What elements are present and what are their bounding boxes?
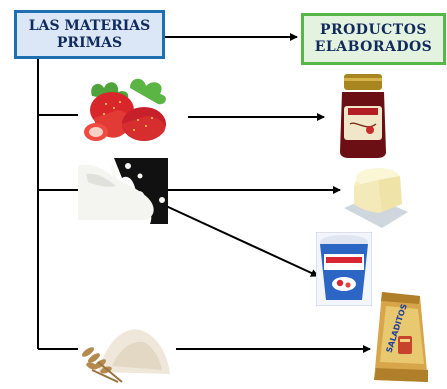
flour-and-wheat-icon [82,329,170,383]
finished-products-box: PRODUCTOS ELABORADOS [301,13,446,65]
milk-splash-icon [78,158,168,224]
jam-jar-icon [340,74,386,158]
yogurt-cup-icon [316,232,372,306]
arrow-milk-yogurt [165,205,319,277]
cheese-icon [344,168,408,228]
raw-materials-box: LAS MATERIAS PRIMAS [14,10,165,59]
strawberries-icon [84,78,166,141]
snack-bag-icon: SALADITOS [368,290,432,386]
